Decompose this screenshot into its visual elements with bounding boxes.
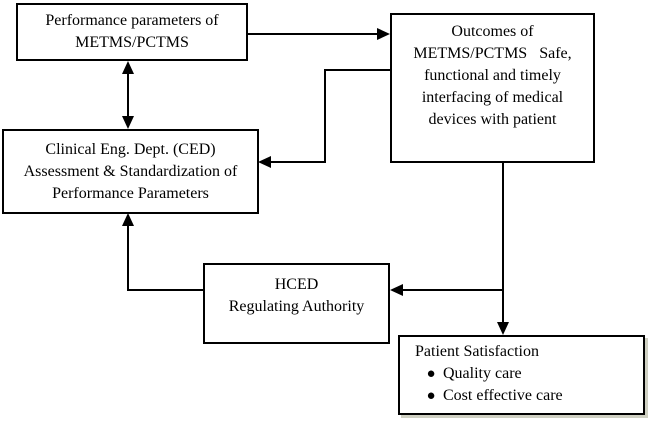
arrowhead-down-icon [122, 116, 134, 129]
node-text-line: Clinical Eng. Dept. (CED) [45, 140, 216, 158]
node-performance-parameters: Performance parameters of METMS/PCTMS [16, 3, 248, 61]
arrowhead-right-icon [377, 28, 390, 40]
bullet-text: Cost effective care [443, 387, 563, 404]
node-text-line: Performance Parameters [52, 184, 209, 202]
bullet-icon: ● [426, 366, 436, 382]
node-patient-satisfaction: Patient Satisfaction ● Quality care ● Co… [398, 335, 645, 415]
node-clinical-eng-dept: Clinical Eng. Dept. (CED) Assessment & S… [2, 129, 259, 214]
node-title: Patient Satisfaction [415, 343, 539, 360]
node-text-line: Assessment & Standardization of [23, 162, 238, 180]
node-text-line: Outcomes of [451, 23, 534, 40]
edge-perf-outcomes-line [248, 33, 379, 35]
arrowhead-left-icon [390, 284, 403, 296]
edge-outcomes-patient-line [502, 163, 504, 323]
bullet-item: ● Cost effective care [419, 385, 637, 407]
arrowhead-up-icon [122, 61, 134, 74]
edge-perf-ced-line [127, 66, 129, 124]
arrowhead-up-icon [122, 213, 134, 226]
bullet-icon: ● [426, 388, 436, 404]
edge-hced-ced-seg2 [127, 224, 129, 291]
node-text-line: interfacing of medical [421, 89, 564, 106]
node-text-line: METMS/PCTMS [75, 34, 189, 51]
bullet-text: Quality care [443, 365, 522, 382]
node-text-line: METMS/PCTMS Safe, [413, 45, 572, 62]
edge-hced-ced-seg1 [128, 289, 204, 291]
bullet-item: ● Quality care [419, 363, 637, 385]
edge-branch-hced-line [403, 289, 504, 291]
node-text-line: devices with patient [428, 111, 557, 128]
node-text-line: Performance parameters of [45, 12, 219, 29]
arrowhead-left-icon [258, 156, 271, 168]
node-hced-regulating-authority: HCED Regulating Authority [203, 263, 390, 344]
node-outcomes: Outcomes of METMS/PCTMS Safe, functional… [390, 13, 595, 163]
edge-outcomes-ced-seg1 [324, 69, 390, 71]
arrowhead-down-icon [497, 322, 509, 335]
edge-outcomes-ced-seg3 [270, 161, 326, 163]
node-text-line: HCED [274, 276, 319, 293]
edge-outcomes-ced-seg2 [324, 69, 326, 163]
node-text-line: Regulating Authority [228, 298, 365, 315]
node-text-line: functional and timely [424, 67, 561, 84]
